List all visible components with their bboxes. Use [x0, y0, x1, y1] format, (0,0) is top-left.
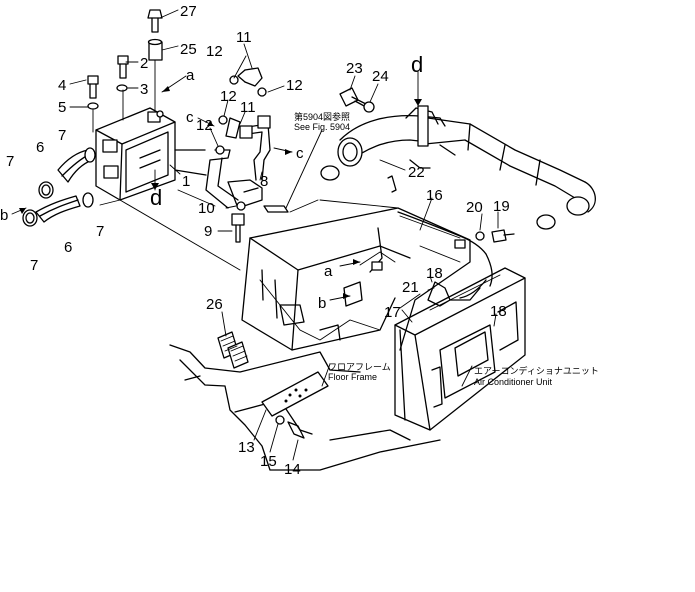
connector-c-right: c: [296, 145, 304, 162]
callout-20: 20: [466, 199, 483, 216]
callout-labels: 27 25 2 3 4 5 7 6 7 7 6 7 1 11 12 12 12 …: [0, 3, 599, 478]
callout-24: 24: [372, 68, 389, 85]
callout-11b: 11: [240, 99, 256, 116]
callout-2: 2: [140, 55, 148, 72]
water-hoses: [215, 67, 267, 155]
floor-frame-outline: [169, 279, 441, 471]
callout-18b: 18: [490, 303, 507, 320]
hose-clamp: [536, 214, 556, 230]
label-ac-unit-en: Air Conditioner Unit: [474, 377, 553, 387]
small-parts: [231, 201, 289, 243]
vent-grilles: [217, 331, 249, 369]
callout-19: 19: [493, 198, 510, 215]
callout-9: 9: [204, 223, 212, 240]
note-see-fig-jp: 第5904図参照: [294, 111, 350, 122]
connector-b-panel: b: [318, 295, 326, 312]
callout-17: 17: [384, 304, 401, 321]
bolt-stack: [116, 9, 163, 121]
callout-23: 23: [346, 60, 363, 77]
label-floor-frame-en: Floor Frame: [328, 372, 377, 382]
callout-22: 22: [408, 164, 425, 181]
callout-7b: 7: [6, 153, 14, 170]
callout-5: 5: [58, 99, 66, 116]
callout-7c: 7: [96, 223, 104, 240]
connector-a-top: a: [186, 67, 195, 84]
connector-a-panel: a: [324, 263, 333, 280]
callout-7a: 7: [58, 127, 66, 144]
connector-arrows: [11, 71, 422, 301]
callout-13: 13: [238, 439, 255, 456]
note-see-fig-en: See Fig. 5904: [294, 122, 350, 132]
connector-d-right: d: [411, 52, 423, 77]
air-conditioner-unit: [394, 267, 526, 431]
callout-16: 16: [426, 187, 443, 204]
label-ac-unit-jp: エアーコンディショナユニット: [474, 365, 599, 376]
callout-18a: 18: [426, 265, 443, 282]
callout-12a: 12: [206, 43, 223, 60]
callout-4: 4: [58, 77, 66, 94]
bolt-23: [339, 87, 375, 113]
callout-12d: 12: [196, 117, 213, 134]
bolt-4: [87, 75, 99, 133]
callout-25: 25: [180, 41, 197, 58]
callout-10: 10: [198, 200, 215, 217]
callout-27: 27: [180, 3, 197, 20]
leader-lines: [69, 9, 499, 461]
bolt-19: [475, 229, 515, 243]
callout-14: 14: [284, 461, 301, 478]
callout-7d: 7: [30, 257, 38, 274]
callout-15: 15: [260, 453, 277, 470]
heater-hoses: [22, 147, 121, 227]
connector-d-left: d: [150, 185, 162, 210]
water-pipe: [119, 115, 271, 271]
callout-12c: 12: [220, 88, 237, 105]
callout-26: 26: [206, 296, 223, 313]
connector-c-left: c: [186, 109, 194, 126]
cab-floor-panel: [241, 199, 471, 351]
callout-3: 3: [140, 81, 148, 98]
wiring-harness: [369, 211, 493, 307]
air-duct: [337, 105, 596, 216]
callout-6a: 6: [36, 139, 44, 156]
connector-b-left: b: [0, 207, 8, 224]
cover-plate: [261, 371, 329, 439]
hose-clamp: [320, 165, 340, 181]
callout-11a: 11: [236, 29, 252, 46]
callout-8: 8: [260, 173, 268, 190]
callout-1: 1: [182, 173, 190, 190]
heater-core-unit: [95, 107, 176, 201]
callout-12b: 12: [286, 77, 303, 94]
callout-6b: 6: [64, 239, 72, 256]
callout-21: 21: [402, 279, 419, 296]
label-floor-frame-jp: フロアフレーム: [328, 362, 391, 372]
